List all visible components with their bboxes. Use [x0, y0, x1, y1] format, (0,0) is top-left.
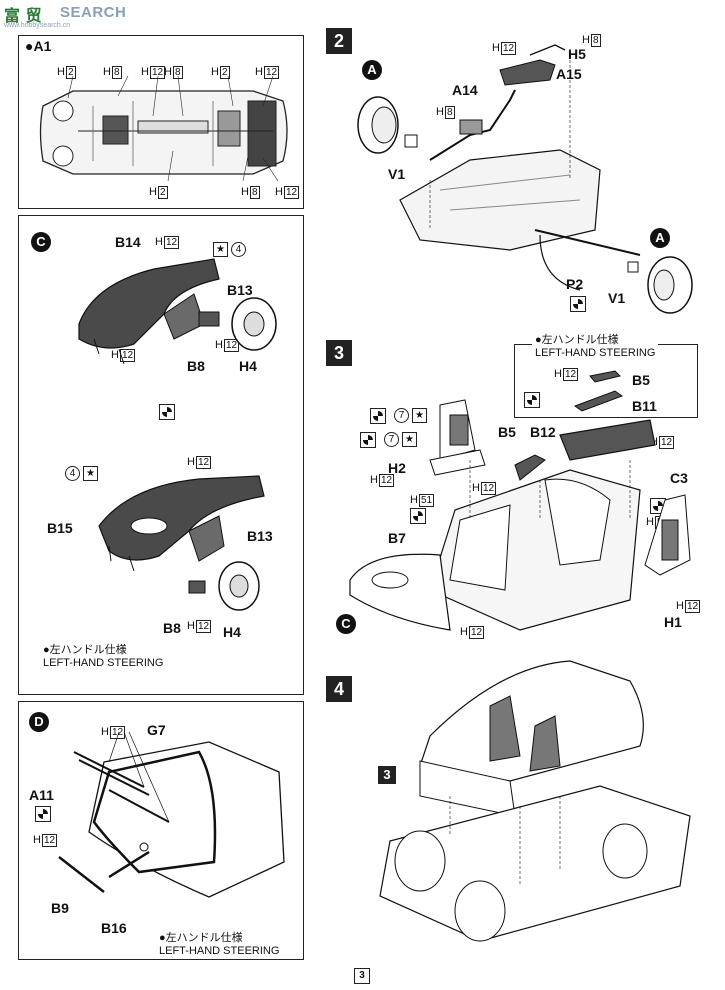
watermark-url: www.hobbysearch.cn: [4, 22, 71, 29]
dashboard-drawing-2: [98, 475, 265, 611]
part-h2: H2: [388, 460, 406, 476]
part-b8-lhs: B8: [163, 620, 181, 636]
part-b15: B15: [47, 520, 73, 536]
star-icon-2: ★: [83, 466, 98, 481]
s3-marker-c: C: [336, 614, 356, 634]
a1-label: ●A1: [25, 38, 52, 54]
part-b8: B8: [187, 358, 205, 374]
part-g7: G7: [147, 722, 166, 738]
part-h1: H1: [664, 614, 682, 630]
paint-icon-c: [159, 404, 175, 420]
panel-d-marker: D: [29, 712, 49, 732]
final-assembly-drawing: [379, 660, 691, 942]
paint-icon-d: [35, 806, 51, 822]
panel-c-marker: C: [31, 232, 51, 252]
part-a15: A15: [556, 66, 582, 82]
part-b7: B7: [388, 530, 406, 546]
watermark-en: SEARCH: [60, 4, 127, 21]
panel-c-note: ●左ハンドル仕様 LEFT-HAND STEERING: [43, 644, 164, 669]
part-a11: A11: [29, 787, 54, 803]
part-b9: B9: [51, 900, 69, 916]
watermark: 富 贸 SEARCH www.hobbysearch.cn: [0, 0, 160, 29]
windshield-drawing: [58, 731, 285, 898]
step-4-badge: 4: [326, 676, 352, 702]
paint-icon-s2: [570, 296, 586, 312]
s3-paint-num-2: 7: [384, 432, 399, 447]
chassis-drawing: [39, 75, 288, 182]
part-p2: P2: [566, 276, 584, 292]
paint-icon-s3-b: [370, 408, 386, 424]
part-b12: B12: [530, 424, 556, 440]
part-b13-lhs: B13: [247, 528, 273, 544]
part-h4: H4: [239, 358, 257, 374]
paint-num-c1: 4: [231, 242, 246, 257]
wheel-marker-a2: A: [650, 228, 670, 248]
part-v1-a: V1: [388, 166, 406, 182]
paint-num-c2: 4: [65, 466, 80, 481]
part-a14: A14: [452, 82, 478, 98]
part-b14: B14: [115, 234, 141, 250]
part-c3: C3: [670, 470, 688, 486]
part-h4-lhs: H4: [223, 624, 241, 640]
paint-icon-s3-a: [524, 392, 540, 408]
step-4-ref: 3: [378, 766, 396, 784]
exhaust-assembly-drawing: [357, 44, 693, 314]
s3-paint-num-1: 7: [394, 408, 409, 423]
paint-icon-s3-d: [410, 508, 426, 524]
interior-drawing: [349, 399, 691, 631]
star-icon: ★: [213, 242, 228, 257]
part-h5: H5: [568, 46, 586, 62]
watermark-cn: 富 贸: [4, 6, 42, 25]
wheel-marker-a1: A: [362, 60, 382, 80]
step3-note: ●左ハンドル仕様 LEFT-HAND STEERING: [532, 334, 659, 360]
part-b16: B16: [101, 920, 127, 936]
step-3-badge: 3: [326, 340, 352, 366]
paint-icon-s3-c: [360, 432, 376, 448]
step-2-badge: 2: [326, 28, 352, 54]
page-number: 3: [354, 968, 370, 984]
s3-star-1: ★: [412, 408, 427, 423]
panel-d-note: ●左ハンドル仕様 LEFT-HAND STEERING: [159, 932, 280, 957]
s3-star-2: ★: [402, 432, 417, 447]
part-b11: B11: [632, 398, 657, 414]
dashboard-drawing-1: [78, 258, 277, 365]
part-b13: B13: [227, 282, 253, 298]
part-b5-a: B5: [632, 372, 650, 388]
part-b5-b: B5: [498, 424, 516, 440]
part-v1-b: V1: [608, 290, 626, 306]
lhs-parts-drawing: [573, 370, 624, 412]
